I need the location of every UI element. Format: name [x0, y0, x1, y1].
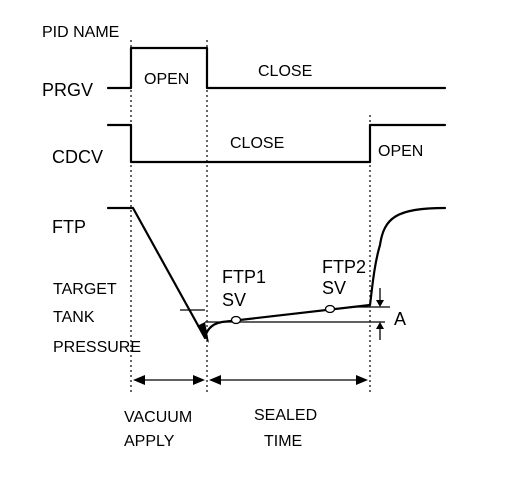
ftp2-sample-marker: [324, 304, 336, 314]
vacuum-apply-label-line1: VACUUM: [124, 409, 192, 426]
sealed-time-label-line2: TIME: [264, 433, 302, 450]
sealed-span-arrow-left: [209, 375, 221, 385]
delta-arrow-down-head: [376, 300, 384, 307]
target-label-line2: TANK: [53, 309, 95, 326]
ftp2-label: FTP2: [322, 257, 366, 277]
ftp1-sv-label: SV: [222, 290, 246, 310]
vacuum-slope-arrowhead: [197, 322, 209, 343]
prgv-open-label: OPEN: [144, 71, 189, 88]
cdcv-signal-trace: [106, 123, 447, 164]
vacuum-apply-label-line2: APPLY: [124, 433, 175, 450]
delta-a-label: A: [394, 309, 406, 329]
sealed-span-arrow-right: [356, 375, 368, 385]
vacuum-span-arrow-right: [193, 375, 205, 385]
delta-arrow-up-head: [376, 322, 384, 329]
ftp2-sv-label: SV: [322, 278, 346, 298]
sealed-time-label-line1: SEALED: [254, 407, 317, 424]
ftp1-label: FTP1: [222, 267, 266, 287]
ftp-label: FTP: [52, 217, 86, 237]
ftp1-sample-marker: [230, 315, 242, 325]
cdcv-label: CDCV: [52, 147, 103, 167]
prgv-signal-trace: [106, 46, 447, 90]
ftp-pressure-curve: [106, 206, 447, 340]
pid-name-label: PID NAME: [42, 24, 119, 41]
prgv-close-label: CLOSE: [258, 63, 312, 80]
cdcv-open-label: OPEN: [378, 143, 423, 160]
vacuum-span-arrow-left: [133, 375, 145, 385]
target-label-line3: PRESSURE: [53, 339, 141, 356]
cdcv-close-label: CLOSE: [230, 135, 284, 152]
prgv-label: PRGV: [42, 80, 93, 100]
target-label-line1: TARGET: [53, 281, 117, 298]
